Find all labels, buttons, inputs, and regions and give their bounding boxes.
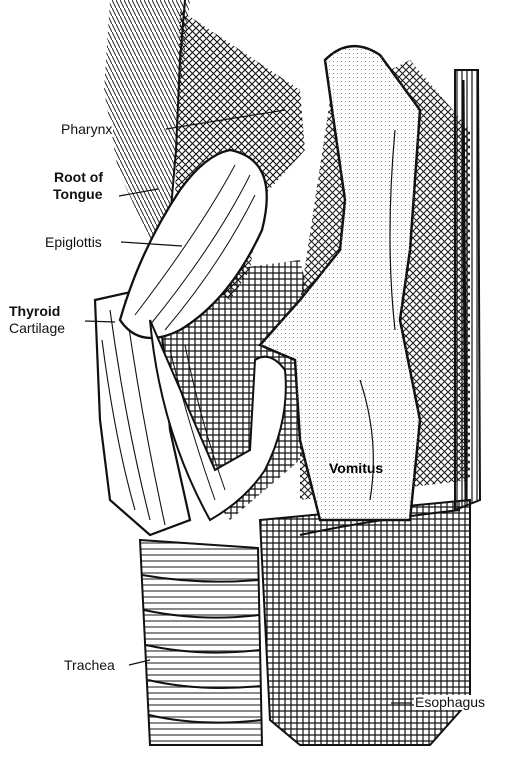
- label-thyroid: Thyroid: [8, 304, 61, 319]
- label-pharynx: Pharynx: [60, 122, 113, 137]
- label-trachea: Trachea: [63, 658, 116, 673]
- label-esophagus: Esophagus: [414, 695, 486, 710]
- label-vomitus: Vomitus: [328, 461, 384, 476]
- trachea: [140, 540, 262, 745]
- label-tongue: Tongue: [52, 187, 104, 202]
- label-epiglottis: Epiglottis: [44, 235, 103, 250]
- esophagus-wall-strip: [455, 70, 480, 510]
- label-cartilage: Cartilage: [8, 321, 66, 336]
- label-root-of: Root of: [53, 170, 104, 185]
